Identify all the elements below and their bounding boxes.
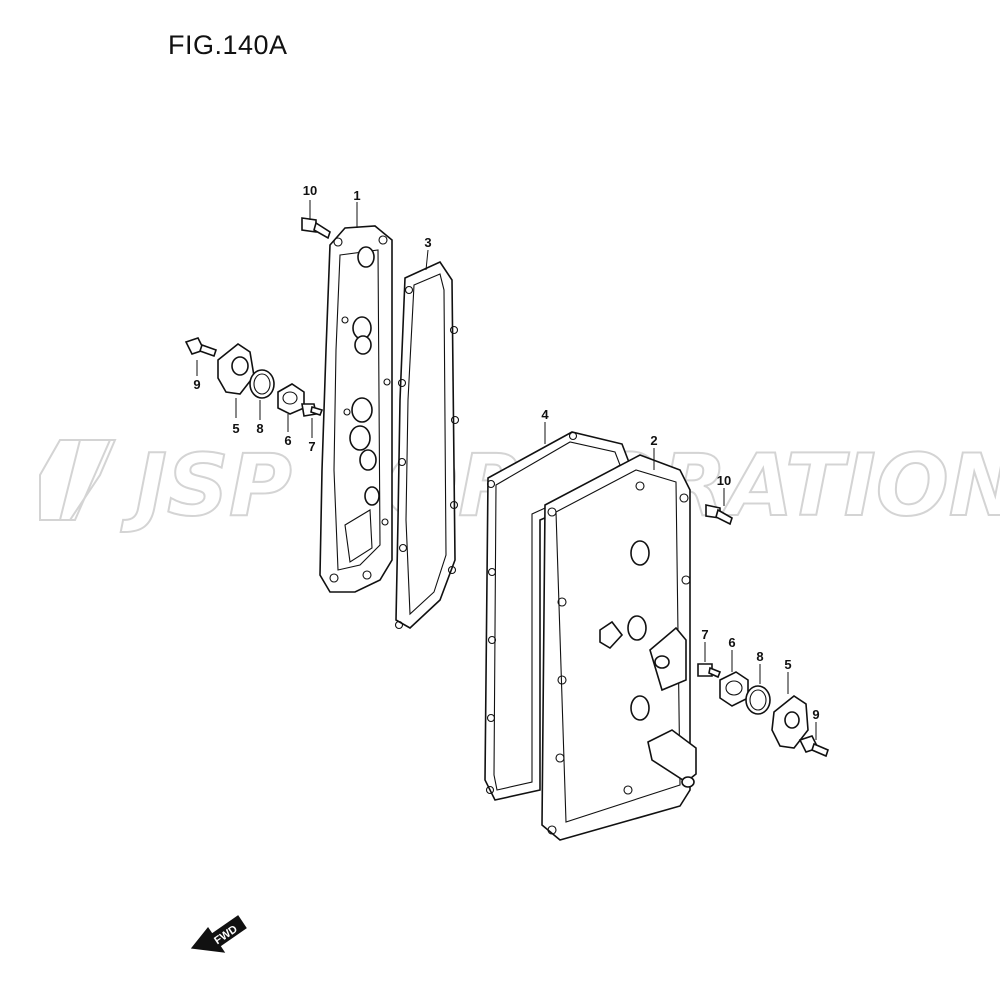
- bolt-7-left: [301, 403, 324, 417]
- oring-8-left: [249, 369, 275, 399]
- bolt-10-right: [705, 504, 733, 526]
- callout-6-right: 6: [728, 635, 735, 650]
- fwd-direction-arrow: FWD: [190, 915, 247, 953]
- callout-9-right: 9: [812, 707, 819, 722]
- collar-6-right: [719, 671, 749, 707]
- bolt-7-right: [697, 663, 722, 679]
- callout-10-top: 10: [303, 183, 317, 198]
- callout-7-left: 7: [308, 439, 315, 454]
- bolt-9-right: [798, 735, 829, 758]
- part-5-left: [217, 343, 255, 395]
- bolt-9-left: [184, 337, 218, 358]
- part-3-gasket: [394, 260, 460, 630]
- bolt-10-top: [301, 217, 331, 240]
- callout-7-right: 7: [701, 627, 708, 642]
- callout-2: 2: [650, 433, 657, 448]
- callout-5-left: 5: [232, 421, 239, 436]
- callout-8-right: 8: [756, 649, 763, 664]
- callout-6-left: 6: [284, 433, 291, 448]
- part-2-cover: [541, 454, 697, 841]
- callout-3: 3: [424, 235, 431, 250]
- watermark-logo: [39, 439, 117, 521]
- callout-5-right: 5: [784, 657, 791, 672]
- callout-8-left: 8: [256, 421, 263, 436]
- callout-4: 4: [541, 407, 549, 422]
- part-1-cover: [319, 225, 393, 593]
- oring-8-right: [745, 685, 771, 715]
- figure-title: FIG.140A: [168, 30, 288, 60]
- callout-10-right: 10: [717, 473, 731, 488]
- leader-lines: [196, 200, 817, 740]
- collar-6-left: [277, 383, 305, 415]
- callout-9-left: 9: [193, 377, 200, 392]
- callout-1: 1: [353, 188, 360, 203]
